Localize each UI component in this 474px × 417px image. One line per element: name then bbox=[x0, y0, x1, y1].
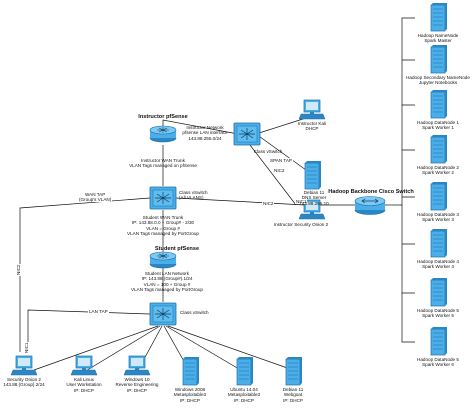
hadoop-node-server bbox=[430, 326, 448, 356]
instructor-pfsense-firewall bbox=[149, 125, 177, 143]
debian11-webgoat-server bbox=[285, 356, 303, 386]
security-onion-label: Security Onion 2 143.88.(Group).2/24 bbox=[3, 377, 45, 388]
nic2-top-edge-label: NIC2 bbox=[273, 168, 286, 173]
kali-linux-label: Kali Linux User Workstation IP: DHCP bbox=[66, 377, 102, 393]
kali-linux-pc bbox=[70, 355, 98, 376]
bottom-vswitch-to-ubuntu bbox=[165, 325, 245, 373]
hadoop-bus-branches bbox=[402, 59, 415, 294]
bottom-vswitch-to-kali bbox=[83, 325, 161, 373]
top-vswitch-to-debian-dns bbox=[255, 133, 307, 171]
hadoop-node-server bbox=[430, 44, 448, 74]
hadoop-node-server bbox=[430, 277, 448, 307]
mid-vswitch-caption: Class vSwitch (All VLANS) bbox=[179, 190, 208, 201]
debian11-webgoat-label: Debian 11 Webgoat IP: DHCP bbox=[282, 387, 304, 403]
security-onion-pc bbox=[10, 355, 38, 376]
windows2008-server bbox=[182, 356, 200, 386]
hadoop-backbone-switch bbox=[354, 196, 386, 215]
hadoop-node-server bbox=[430, 134, 448, 164]
student-wan-trunk-note: Student WAN Trunk IP: 143.88.0.0 + Group… bbox=[127, 215, 199, 237]
hadoop-node-server bbox=[430, 181, 448, 211]
student-lan-note: Student LAN Network IP: 143.88.(Group#).… bbox=[131, 271, 203, 293]
nic1-top-edge-label: NIC1 bbox=[295, 199, 308, 204]
hadoop-node-server bbox=[430, 2, 448, 32]
lan-tap-edge-label: LAN TAP bbox=[88, 309, 109, 314]
hadoop-bus-top bbox=[400, 17, 415, 206]
windows2008-label: Windows 2008 Metasploitable3 IP: DHCP bbox=[173, 387, 207, 403]
class-vswitch-mid bbox=[149, 186, 177, 210]
hadoop-backbone-switch-label: Hadoop Backbone Cisco Switch bbox=[328, 189, 414, 195]
instructor-wan-trunk-note: Instructor WAN Trunk VLAN Tags managed o… bbox=[129, 158, 197, 169]
lan-tap-to-security-onion bbox=[27, 309, 151, 352]
class-vswitch-top-label: Class vSwitch bbox=[253, 149, 283, 154]
ubuntu1404-server bbox=[236, 356, 254, 386]
instructor-security-onion-label: Instructor Security Onion 2 bbox=[273, 222, 329, 227]
class-vswitch-bottom bbox=[149, 302, 177, 326]
hadoop-node-server bbox=[430, 228, 448, 258]
span-tap-edge-label: SPAN TAP bbox=[269, 158, 293, 163]
instructor-kali-pc bbox=[298, 99, 326, 120]
top-vswitch-to-instr-security-onion bbox=[249, 144, 297, 206]
windows10-pc bbox=[123, 355, 151, 376]
nic2-mid-edge-label: NIC2 bbox=[262, 201, 275, 206]
instructor-pfsense-label: Instructor pfSense bbox=[138, 114, 188, 120]
hadoop-bus-bottom bbox=[401, 205, 415, 343]
ubuntu1404-label: Ubuntu 14.04 Metasploitable3 IP: DHCP bbox=[227, 387, 261, 403]
class-vswitch-bottom-label: Class vSwitch bbox=[180, 310, 209, 315]
class-vswitch-top bbox=[233, 122, 261, 146]
mid-vswitch-to-instr-security-onion bbox=[175, 197, 306, 206]
student-pfsense-label: Student pfSense bbox=[154, 246, 200, 252]
student-pfsense-firewall bbox=[149, 251, 177, 269]
bottom-vswitch-to-security-onion bbox=[33, 325, 159, 371]
nic1-left-edge-label: NIC1 bbox=[24, 341, 29, 354]
bottom-vswitch-to-debian-webgoat bbox=[167, 325, 294, 371]
wan-tap-edge-label: WAN TAP (Group's VLAN) bbox=[78, 192, 113, 202]
instructor-network-note: Instructor Network pfsense LAN interface… bbox=[182, 125, 228, 141]
hadoop-server-stack bbox=[430, 2, 448, 356]
instructor-kali-label: Instructor Kali DHCP bbox=[297, 121, 327, 132]
debian11-dns-server bbox=[304, 160, 322, 190]
windows10-label: Windows 10 Reverse Engineering IP: DHCP bbox=[115, 377, 159, 393]
debian11-dns-caption: Debian 11 DNS Server 143.88.255.10 bbox=[299, 190, 329, 206]
nic2-left-edge-label: NIC2 bbox=[16, 263, 21, 276]
hadoop-node-server bbox=[430, 89, 448, 119]
top-vswitch-to-instructor-kali bbox=[255, 117, 307, 135]
